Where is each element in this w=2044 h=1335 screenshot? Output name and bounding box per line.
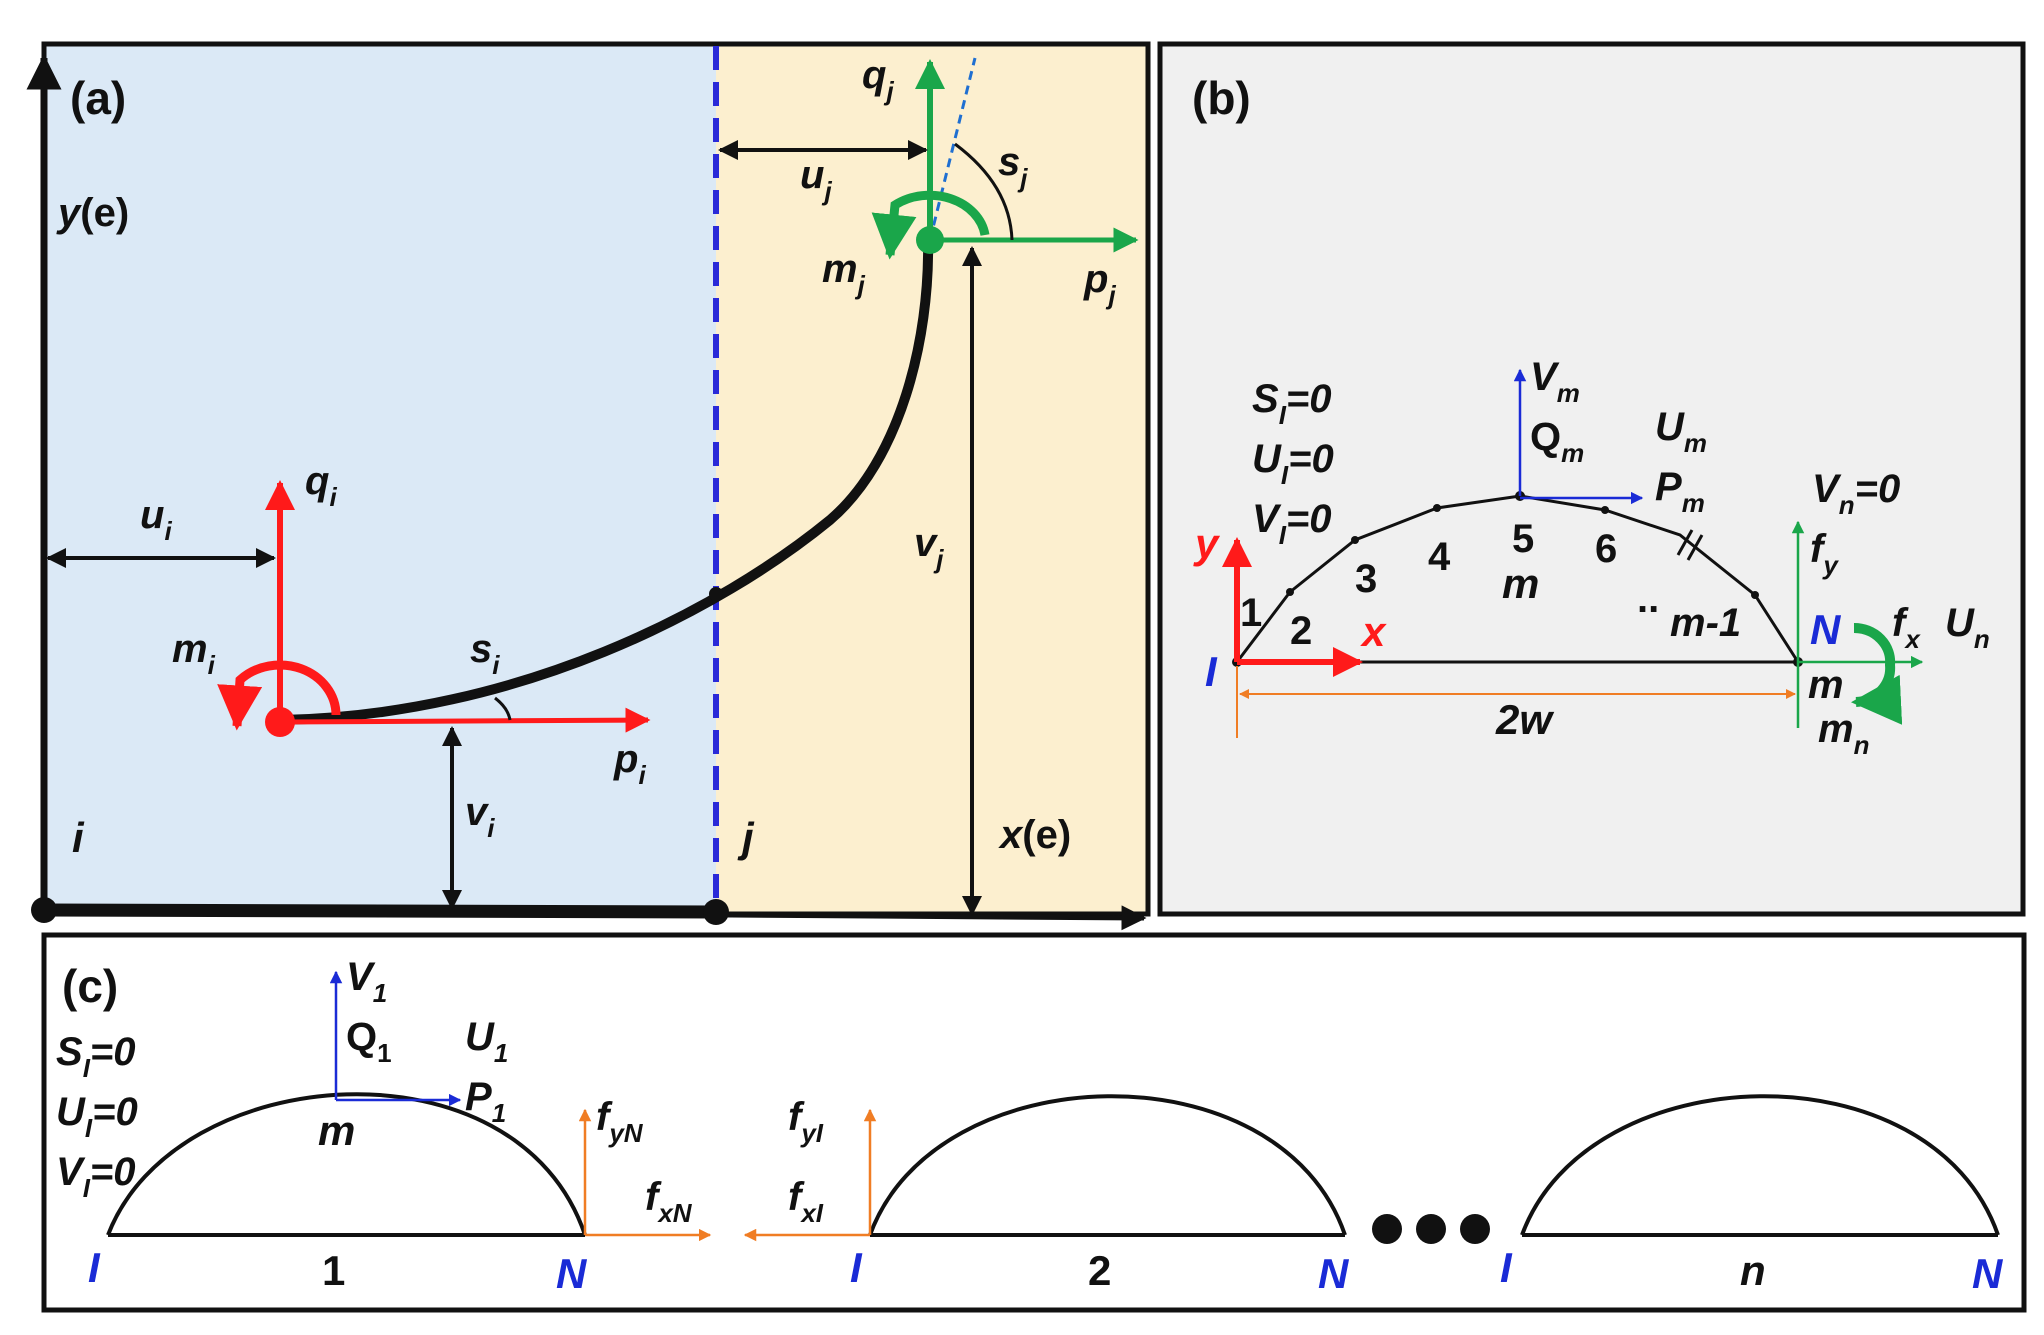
- arch-2-left-I: I: [850, 1244, 863, 1291]
- break-mark-1: [1676, 529, 1694, 556]
- moment-m-j-arrow: [871, 190, 990, 260]
- arch-1: [106, 1092, 587, 1236]
- bc-c-U: UI=0: [56, 1090, 138, 1143]
- label-Q-m: Qm: [1530, 415, 1584, 468]
- origin-node: [31, 897, 57, 923]
- label-m-i: mi: [172, 627, 216, 680]
- arch-2: [868, 1094, 1347, 1236]
- ellipsis-dot-2: [1416, 1214, 1446, 1244]
- deflection-curve: [281, 239, 934, 725]
- bc-left-U: UI=0: [1252, 437, 1334, 490]
- bc-right-V-n: Vn=0: [1812, 467, 1900, 520]
- label-U-1: U1: [465, 1015, 508, 1068]
- node-j-label: j: [737, 814, 755, 861]
- label-f-yI: fyI: [788, 1095, 824, 1148]
- panel-b-tag: (b): [1192, 72, 1251, 124]
- panel-a: (a) y(e) x(e) i j ui qi mi si pi vi qj u…: [26, 41, 1151, 931]
- arch-n: [1520, 1094, 2000, 1236]
- panel-c-frame: [41, 932, 2027, 1313]
- node-label-6: 6: [1595, 527, 1617, 571]
- arch-n-label: n: [1740, 1247, 1766, 1294]
- node-j-point: [916, 226, 944, 254]
- label-Q-1: Q1: [346, 1015, 392, 1068]
- arch-n-left-I: I: [1500, 1244, 1513, 1291]
- arch-1-right-N: N: [556, 1250, 588, 1297]
- angle-s-j-arc: [954, 142, 1014, 241]
- panel-c-tag: (c): [62, 960, 118, 1012]
- x-axis-label: x(e): [998, 813, 1071, 857]
- label-u-j: uj: [800, 153, 832, 206]
- label-q-j: qj: [862, 53, 894, 106]
- label-v-j: vj: [914, 521, 944, 574]
- curve-interface-point: [709, 587, 723, 601]
- label-m-c: m: [318, 1107, 355, 1154]
- label-m-j: mj: [822, 247, 866, 300]
- node-label-3: 3: [1355, 557, 1377, 601]
- label-s-i: si: [470, 627, 500, 680]
- tangent-dashed-line: [928, 57, 977, 241]
- label-s-j: sj: [998, 140, 1028, 193]
- label-p-j: pj: [1083, 257, 1116, 310]
- label-I-b: I: [1205, 648, 1218, 695]
- label-f-x: fx: [1892, 601, 1921, 654]
- label-N-b: N: [1810, 606, 1842, 653]
- panel-c: (c) SI=0 UI=0 VI=0 V1 Q1 U1 P1 m fyN fxN…: [41, 932, 2027, 1313]
- panel-a-tag: (a): [70, 72, 126, 124]
- bc-c-V: VI=0: [56, 1150, 136, 1203]
- node-label-4: 4: [1428, 535, 1451, 579]
- label-U-n: Un: [1945, 601, 1990, 654]
- bc-c-S: SI=0: [56, 1030, 136, 1083]
- arch-1-left-I: I: [88, 1244, 101, 1291]
- label-P-m: Pm: [1655, 465, 1705, 518]
- element-i-base: [43, 903, 717, 919]
- node-label-1: 1: [1240, 591, 1262, 635]
- panel-a-left-region: [44, 44, 716, 914]
- label-U-m: Um: [1655, 405, 1707, 458]
- node-i-point: [265, 707, 295, 737]
- angle-s-i-arc: [494, 696, 512, 721]
- panel-b: (b) SI=0 UI=0 VI=0 Vm Qm Um Pm Vn=0 y x …: [1157, 41, 2026, 917]
- label-p-i: pi: [613, 737, 646, 790]
- label-f-y: fy: [1810, 527, 1839, 580]
- local-y-label: y: [1193, 520, 1221, 567]
- arch-2-label: 2: [1088, 1247, 1111, 1294]
- node-label-m: m: [1502, 560, 1539, 607]
- y-axis-label: y(e): [56, 191, 129, 235]
- node-label-m-minus-1: m-1: [1670, 601, 1741, 645]
- label-2w: 2w: [1495, 696, 1554, 743]
- label-q-i: qi: [305, 459, 337, 512]
- label-f-xN: fxN: [645, 1175, 693, 1228]
- bc-left-V: VI=0: [1252, 497, 1332, 550]
- break-mark-2: [1686, 534, 1704, 561]
- label-v-i: vi: [465, 790, 495, 843]
- panel-b-frame: [1157, 41, 2026, 917]
- moment-m-n-arrow: [1851, 622, 1903, 725]
- label-V-m: Vm: [1530, 355, 1580, 408]
- label-f-yN: fyN: [596, 1095, 644, 1148]
- arch-n-right-N: N: [1972, 1250, 2004, 1297]
- label-u-i: ui: [140, 493, 172, 546]
- arch-1-label: 1: [322, 1247, 345, 1294]
- node-i-label: i: [72, 814, 85, 861]
- bc-left-S: SI=0: [1252, 377, 1332, 430]
- node-label-2: 2: [1290, 609, 1312, 653]
- force-p-i-arrow: [279, 707, 651, 733]
- ellipsis-dot-3: [1460, 1214, 1490, 1244]
- label-m-right: m: [1808, 663, 1844, 707]
- node-ellipsis: ..: [1637, 577, 1659, 621]
- label-m-n: mn: [1818, 707, 1869, 760]
- arch-2-right-N: N: [1318, 1250, 1350, 1297]
- base-node-j: [703, 899, 729, 925]
- label-P-1: P1: [465, 1075, 506, 1128]
- local-x-label: x: [1360, 608, 1387, 655]
- label-V-1: V1: [346, 955, 387, 1008]
- label-f-xI: fxI: [788, 1175, 824, 1228]
- node-label-5: 5: [1512, 517, 1534, 561]
- ellipsis-dot-1: [1372, 1214, 1402, 1244]
- moment-m-i-arrow: [217, 660, 341, 731]
